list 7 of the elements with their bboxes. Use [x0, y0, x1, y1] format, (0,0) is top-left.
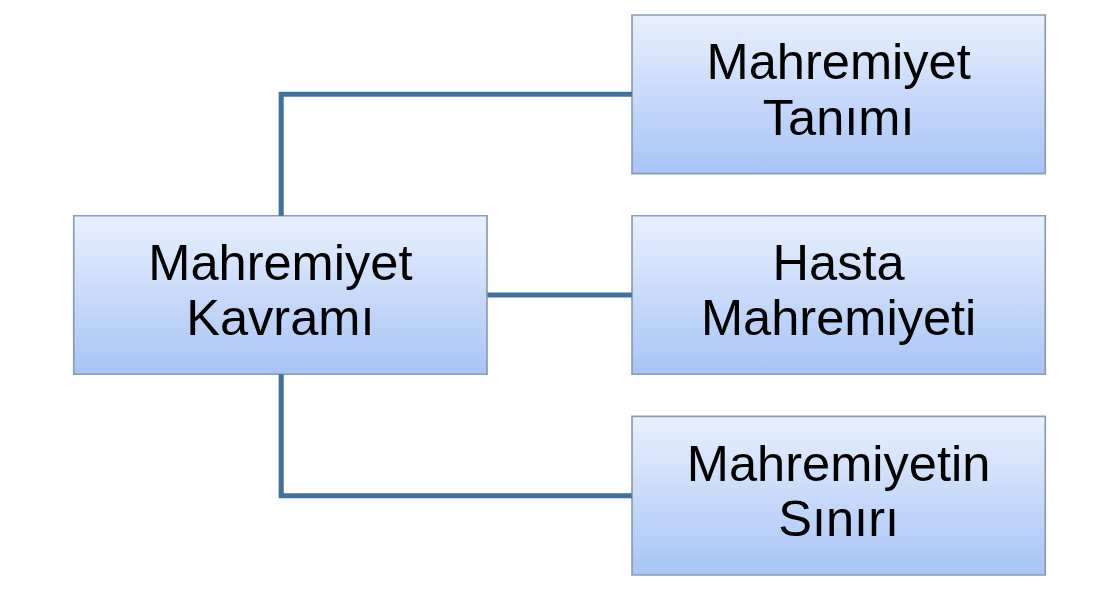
node-box: Mahremiyet Kavramı — [72, 214, 488, 376]
connector — [278, 374, 632, 499]
connector — [278, 91, 632, 216]
node-box: Hasta Mahremiyeti — [631, 214, 1047, 376]
connector — [487, 292, 632, 298]
node-box: Mahremiyet Tanımı — [631, 14, 1047, 175]
node-box: Mahremiyetin Sınırı — [631, 415, 1047, 576]
